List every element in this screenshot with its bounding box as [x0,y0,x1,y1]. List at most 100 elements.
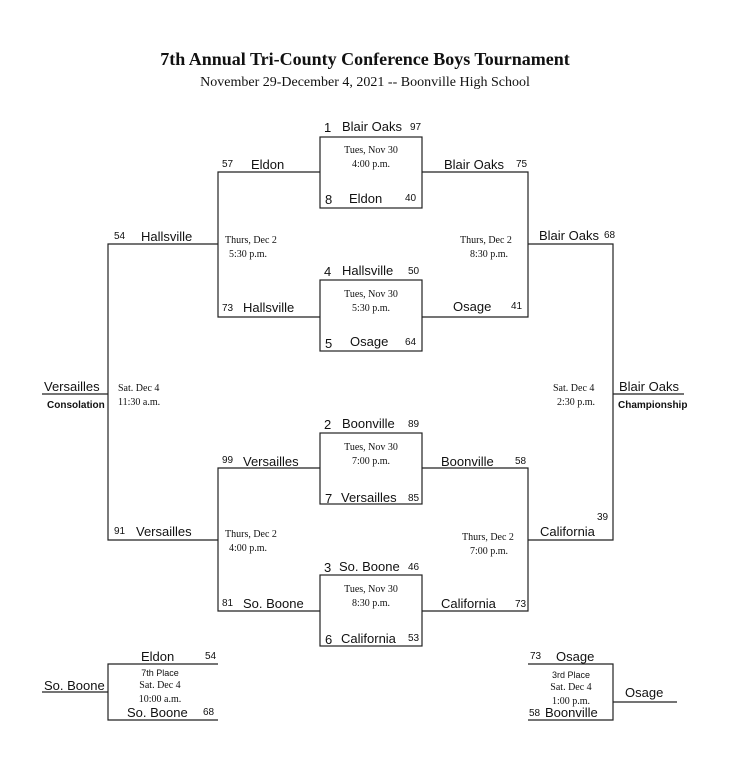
qf3-top-seed: 2 [324,417,332,432]
page-title: 7th Annual Tri-County Conference Boys To… [160,49,570,69]
qf4-top-seed: 3 [324,560,332,575]
cons-r2-connector [107,243,218,541]
champ-game-1-schedule: Thurs, Dec 2 8:30 p.m. [460,234,512,261]
cons-r2-1-score: 54 [114,231,126,242]
cons-r1-4-team: So. Boone [243,596,304,611]
champ-final-schedule: Sat. Dec 4 2:30 p.m. [553,382,595,409]
consolation-label: Consolation [47,400,105,411]
seventh-top-team: Eldon [141,649,175,664]
cons-r1-3-team: Versailles [243,454,299,469]
qf2-bottom-score: 64 [405,337,417,348]
qf1-top-score: 97 [410,122,422,133]
third-time: 1:00 p.m. [551,695,591,707]
champ-r2-connector [528,243,614,541]
third-top-team: Osage [556,649,595,664]
champ-r1-4-score: 73 [515,599,527,610]
champ-game-1-time: 8:30 p.m. [470,248,509,260]
cons-game-2-schedule: Thurs, Dec 2 4:00 p.m. [225,528,277,555]
qf2-top-score: 50 [408,266,420,277]
champ-game-1-day: Thurs, Dec 2 [460,235,512,246]
third-place-winner: Osage [625,685,664,700]
qf4-bottom-seed: 6 [325,632,333,647]
qf2-box [319,279,423,352]
cons-r1-3-score: 99 [222,455,234,466]
qf4-top-score: 46 [408,562,420,573]
qf1-day: Tues, Nov 30 [344,145,398,156]
cons-game-2-time: 4:00 p.m. [229,542,268,554]
third-bottom-score: 58 [529,708,541,719]
qf1-top-seed: 1 [324,120,332,135]
third-day: Sat. Dec 4 [550,682,592,694]
champ-r1-1-team: Blair Oaks [444,157,504,172]
cons-r2-2-team: Versailles [136,524,192,539]
qf1-bottom-seed: 8 [325,192,333,207]
cons-r2-1-team: Hallsville [141,229,193,244]
championship-label: Championship [618,400,688,411]
cons-game-2-day: Thurs, Dec 2 [225,529,277,540]
third-bottom-team: Boonville [545,705,598,720]
cons-r1-2-team: Hallsville [243,300,295,315]
champ-r2-1-team: Blair Oaks [539,228,599,243]
champ-game-2-day: Thurs, Dec 2 [462,532,514,543]
qf1-bottom-team: Eldon [349,191,383,206]
qf3-bottom-team: Versailles [341,490,397,505]
champ-game-2-schedule: Thurs, Dec 2 7:00 p.m. [462,531,514,558]
qf4-bottom-score: 53 [408,633,420,644]
champ-r1-2-team: Osage [453,299,492,314]
cons-r1-4-score: 81 [222,598,234,609]
seventh-place-winner: So. Boone [44,678,105,693]
seventh-label: 7th Place [141,668,179,678]
qf2-schedule: Tues, Nov 30 5:30 p.m. [320,288,422,315]
qf4-bottom-team: California [341,631,396,646]
cons-game-1-time: 5:30 p.m. [229,248,268,260]
champ-r2-2-score: 39 [597,512,609,523]
champ-r1-4-team: California [441,596,496,611]
qf1-schedule: Tues, Nov 30 4:00 p.m. [320,144,422,171]
qf2-time: 5:30 p.m. [351,302,391,314]
cons-r1-1-score: 57 [222,159,234,170]
qf2-top-seed: 4 [324,264,332,279]
cons-r1-2-score: 73 [222,303,234,314]
third-bracket [528,663,614,721]
cons-final-time: 11:30 a.m. [118,396,161,408]
seventh-schedule: 7th Place Sat. Dec 4 10:00 a.m. [108,667,212,706]
championship-winner: Blair Oaks [619,379,679,394]
qf3-top-team: Boonville [342,416,395,431]
qf3-bottom-seed: 7 [325,491,333,506]
champ-game-2-time: 7:00 p.m. [470,545,509,557]
third-top-score: 73 [530,651,542,662]
champ-r1-3-score: 58 [515,456,527,467]
champ-r1-1-score: 75 [516,159,528,170]
qf1-time: 4:00 p.m. [351,158,391,170]
qf1-bottom-score: 40 [405,193,417,204]
qf4-top-team: So. Boone [339,559,400,574]
qf2-day: Tues, Nov 30 [344,289,398,300]
champ-r2-2-team: California [540,524,595,539]
champ-r1-3-team: Boonville [441,454,494,469]
seventh-day: Sat. Dec 4 [139,680,181,692]
qf2-top-team: Hallsville [342,263,394,278]
cons-final-schedule: Sat. Dec 4 11:30 a.m. [118,382,160,409]
qf3-top-score: 89 [408,419,420,430]
champ-r1-2-score: 41 [511,301,523,312]
champ-r2-1-score: 68 [604,230,616,241]
cons-final-day: Sat. Dec 4 [118,383,160,394]
third-label: 3rd Place [551,670,591,680]
cons-game-1-schedule: Thurs, Dec 2 5:30 p.m. [225,234,277,261]
cons-game-1-day: Thurs, Dec 2 [225,235,277,246]
qf3-bottom-score: 85 [408,493,420,504]
qf3-time: 7:00 p.m. [351,455,391,467]
qf3-schedule: Tues, Nov 30 7:00 p.m. [320,441,422,468]
qf4-day: Tues, Nov 30 [344,584,398,595]
qf4-schedule: Tues, Nov 30 8:30 p.m. [320,583,422,610]
seventh-bottom-team: So. Boone [127,705,188,720]
third-schedule: 3rd Place Sat. Dec 4 1:00 p.m. [530,669,612,708]
seventh-bottom-score: 68 [203,707,215,718]
champ-final-time: 2:30 p.m. [557,396,596,408]
qf3-day: Tues, Nov 30 [344,442,398,453]
consolation-winner: Versailles [44,379,100,394]
cons-r2-2-score: 91 [114,526,126,537]
qf2-bottom-team: Osage [350,334,389,349]
